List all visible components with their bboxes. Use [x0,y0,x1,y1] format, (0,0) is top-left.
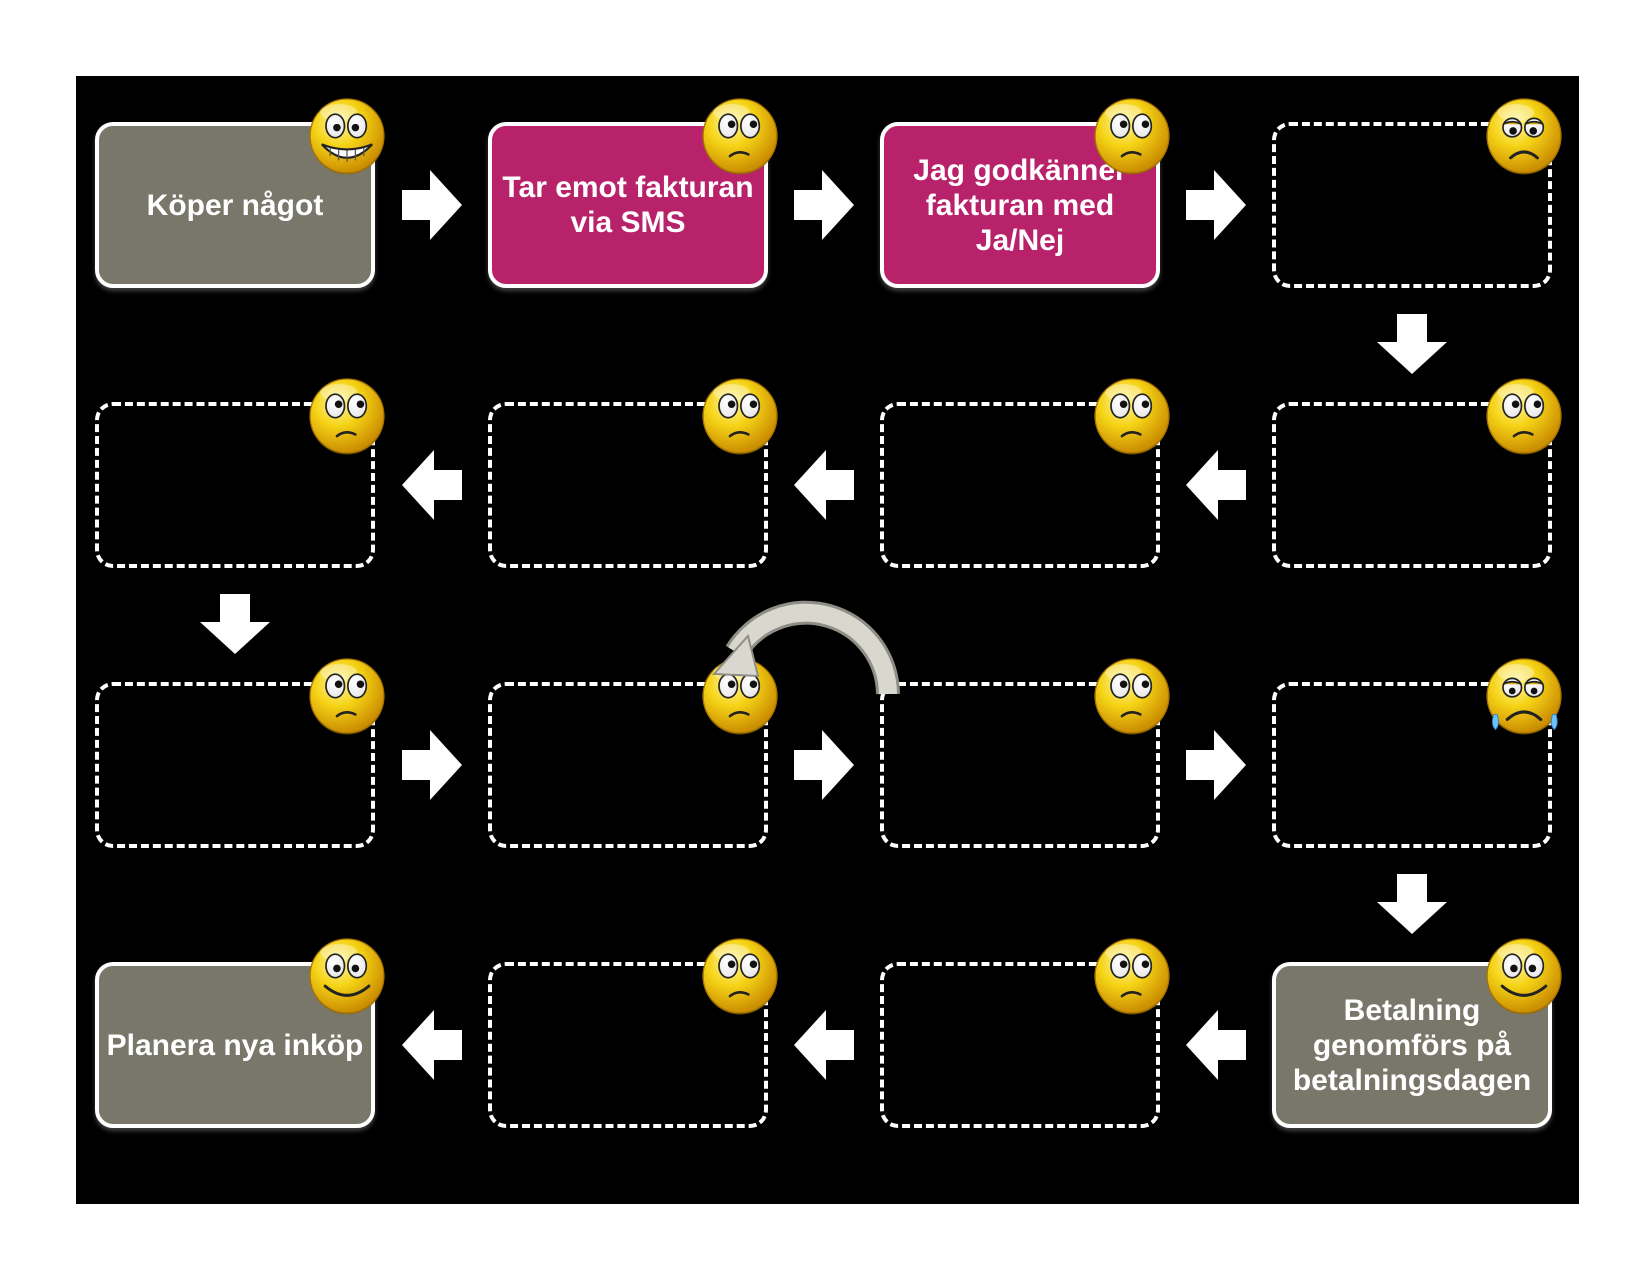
step-label-13: Betalning genomförs på betalningsdagen [1292,993,1532,1097]
step-box-6 [880,402,1160,568]
step-label-2: Tar emot fakturan via SMS [502,171,754,239]
step-box-7 [488,402,768,568]
left-arrow-icon-5 [794,450,854,520]
uneasy-face-icon [698,654,782,738]
step-box-8 [95,402,375,568]
right-arrow-icon-7 [401,730,462,800]
step-label-16: Planera nya inköp [106,1028,364,1062]
step-box-3: Jag godkänner fakturan med Ja/Nej [880,122,1160,288]
step-label-1: Köper något [146,188,324,222]
step-box-14 [880,962,1160,1128]
step-box-10 [488,682,768,848]
uneasy-face-icon [1482,374,1566,458]
down-arrow-icon-1 [1377,314,1447,374]
uneasy-face-icon [1090,934,1174,1018]
uneasy-face-icon [698,374,782,458]
left-arrow-icon-12 [1186,1010,1246,1080]
loop-back-arrow-icon [711,600,900,695]
step-box-12 [1272,682,1552,848]
left-arrow-icon-11 [794,1010,854,1080]
right-arrow-icon-2 [794,170,854,240]
uneasy-face-icon [698,94,782,178]
step-box-4 [1272,122,1552,288]
uneasy-face-icon [1090,654,1174,738]
left-arrow-icon-6 [1186,450,1246,520]
right-arrow-icon-9 [1186,730,1246,800]
step-box-5 [1272,402,1552,568]
grinning-face-icon [305,94,389,178]
right-arrow-icon-1 [401,170,462,240]
sad-face-icon [1482,94,1566,178]
left-arrow-icon-10 [401,1010,462,1080]
uneasy-face-icon [698,934,782,1018]
step-box-9 [95,682,375,848]
smiling-face-icon [1482,934,1566,1018]
uneasy-face-icon [1090,374,1174,458]
crying-face-icon [1482,654,1566,738]
uneasy-face-icon [305,374,389,458]
right-arrow-icon-3 [1186,170,1246,240]
step-label-3: Jag godkänner fakturan med Ja/Nej [913,153,1127,257]
down-arrow-icon-2 [200,594,270,654]
smiling-face-icon [305,934,389,1018]
down-arrow-icon-3 [1377,874,1447,934]
uneasy-face-icon [1090,94,1174,178]
left-arrow-icon-4 [401,450,462,520]
step-box-11 [880,682,1160,848]
flow-diagram-canvas: Köper något Tar emot fakturan via SMS Jag … [76,76,1579,1204]
right-arrow-icon-8 [794,730,854,800]
uneasy-face-icon [305,654,389,738]
step-box-15 [488,962,768,1128]
